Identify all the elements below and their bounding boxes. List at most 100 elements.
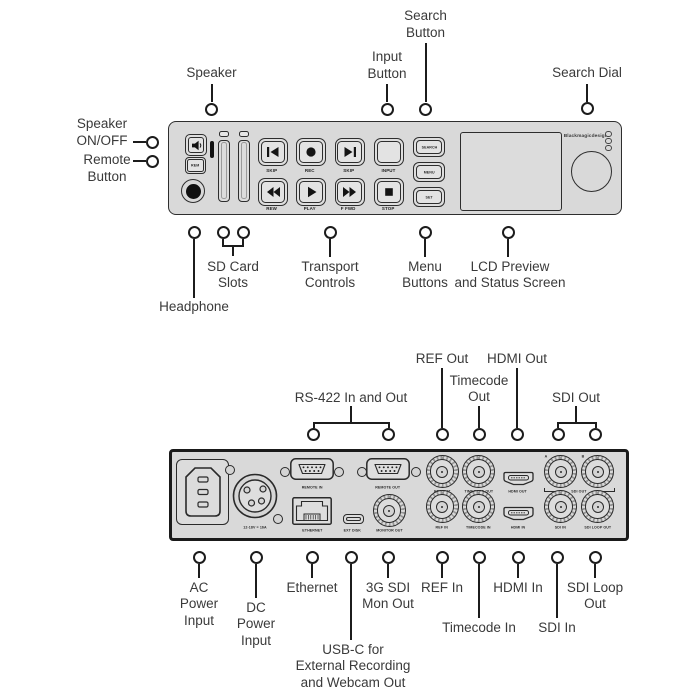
fast-forward-button (334, 178, 365, 206)
sdi-mon-callout-line (387, 564, 389, 578)
remote-button: REM (185, 157, 206, 174)
hdmi-out-callout-marker (510, 428, 524, 441)
search-dial-callout-line (586, 84, 588, 102)
menu-button-text: MENU (423, 169, 435, 175)
stop-button (374, 178, 404, 206)
sdi-loop-callout-marker (588, 551, 602, 564)
speaker-onoff-callout-marker (146, 135, 159, 149)
skip-forward-button-label: SKIP (343, 167, 354, 173)
input-button (374, 138, 404, 166)
search-button-text: SEARCH (421, 144, 437, 150)
timecode-in-callout-line (478, 564, 480, 618)
timecode-in-label: TIMECODE IN (466, 524, 492, 530)
headphone-callout-marker (187, 226, 201, 239)
rs422-callout-drop-right (387, 423, 390, 428)
skip-back-icon (266, 146, 280, 158)
screw-icon (280, 467, 290, 477)
speaker-onoff-callout-line (133, 141, 146, 143)
rj45-icon (292, 497, 332, 525)
sdi-mon-callout-marker (381, 551, 395, 564)
screw-icon (225, 465, 235, 475)
hdmi-in-label: HDMI IN (510, 524, 526, 530)
dc-power-connector (232, 473, 278, 519)
ext-disk-connector (343, 514, 364, 524)
timecode-in-connector (462, 490, 496, 523)
sd-callout-line-left (222, 239, 224, 246)
front-panel: REM SKIP REC SKIP INPUT (168, 121, 622, 215)
screw-icon (411, 467, 421, 477)
timecode-out-callout-marker (472, 428, 486, 441)
sdi-out-callout-bracket (557, 421, 597, 424)
hdmi-in-callout-line (517, 564, 519, 578)
input-button-label: INPUT (381, 167, 395, 173)
timecode-out-connector (462, 455, 496, 488)
speaker-on-off-button (185, 134, 207, 156)
stop-icon (382, 186, 396, 198)
logo-dot-3 (605, 144, 612, 152)
db9-icon (366, 458, 410, 480)
sdi-out-b-connector (581, 455, 615, 488)
ref-out-callout-marker (435, 428, 449, 441)
dc-power-callout-marker (249, 551, 263, 564)
speaker-callout-label: Speaker (186, 65, 237, 80)
sdi-in-callout-line (556, 564, 558, 618)
skip-back-button-label: SKIP (266, 167, 278, 173)
sdi-out-callout-stem (575, 405, 577, 423)
sd-card-slot-2 (238, 139, 250, 202)
ethernet-label: ETHERNET (301, 527, 323, 533)
sdi-in-connector (544, 490, 577, 523)
record-icon (304, 146, 318, 158)
remote-in-connector (290, 458, 334, 480)
sdi-loop-callout-line (594, 564, 596, 578)
input-button-callout-line (386, 84, 388, 102)
transport-callout-line (329, 239, 331, 257)
menu-button: MENU (413, 162, 445, 182)
headphone-callout-label: Headphone (159, 299, 229, 314)
logo-dot-1 (605, 130, 612, 138)
remote-button-label: REM (191, 163, 200, 168)
ac-power-callout-line (198, 564, 200, 578)
hdmi-in-connector (503, 506, 534, 521)
record-button-label: REC (305, 167, 315, 173)
iec-inlet-icon (184, 467, 221, 517)
ref-in-connector (425, 490, 459, 523)
screw-icon (273, 514, 283, 524)
ref-in-label: REF IN (435, 524, 449, 530)
rs422-callout-drop-left (312, 423, 315, 428)
timecode-out-callout-line (478, 405, 480, 428)
db9-icon (290, 458, 334, 480)
brand-logo: Blackmagicdesign (563, 132, 609, 138)
search-dial-callout-label: Search Dial (552, 65, 622, 80)
ref-in-callout-line (441, 564, 443, 578)
record-button (296, 138, 326, 166)
monitor-out-connector (372, 494, 406, 527)
set-button-text: SET (425, 194, 433, 200)
sdi-loop-out-connector (581, 490, 615, 523)
usb-c-callout-marker (344, 551, 358, 564)
hdmi-out-callout-label: HDMI Out (486, 350, 548, 366)
sd-slot-led-2 (239, 131, 249, 137)
skip-back-button (258, 138, 288, 166)
ac-power-connector (176, 459, 229, 525)
sdi-out-callout-drop-right (594, 423, 597, 428)
search-button-callout-line (424, 43, 427, 102)
ref-in-callout-marker (435, 551, 449, 564)
rewind-button-label: REW (266, 205, 278, 212)
sdi-out-b-callout-marker (589, 428, 602, 441)
menu-buttons-callout-marker (418, 226, 432, 239)
input-button-callout-marker (380, 102, 394, 116)
sdi-in-label: SDI IN (554, 524, 567, 530)
sdi-loop-out-label: SDI LOOP OUT (584, 524, 612, 530)
lcd-callout-line (507, 239, 509, 257)
sdi-out-label: SDI OUT (571, 489, 587, 494)
remote-in-label: REMOTE IN (301, 484, 323, 490)
stop-button-label: STOP (381, 205, 395, 212)
search-dial (570, 150, 612, 192)
